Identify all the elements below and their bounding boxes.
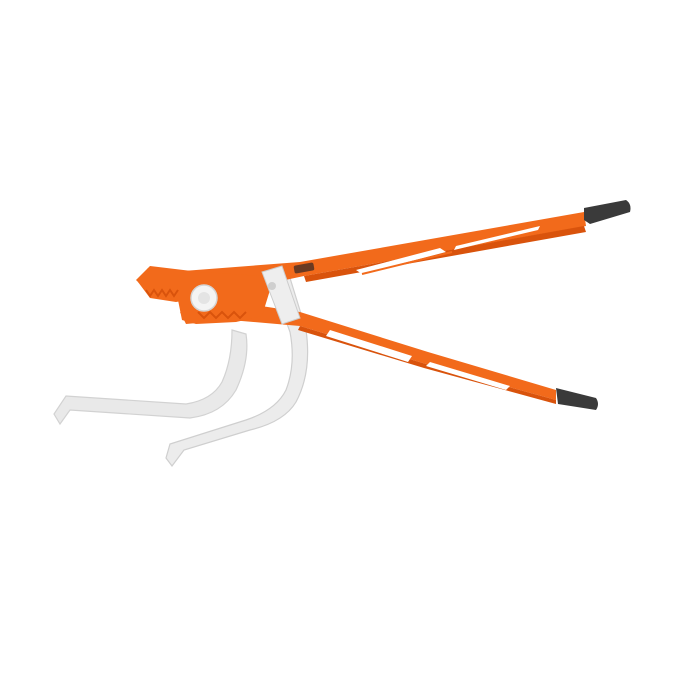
upper-grip-tip <box>584 200 631 224</box>
lower-grip-tip <box>556 388 598 410</box>
left-hook <box>53 329 248 426</box>
link-plate <box>261 265 301 325</box>
slider-stop <box>293 262 315 274</box>
rivet-icon <box>268 282 276 290</box>
pivot-knob <box>190 284 218 312</box>
right-hook <box>165 277 309 467</box>
